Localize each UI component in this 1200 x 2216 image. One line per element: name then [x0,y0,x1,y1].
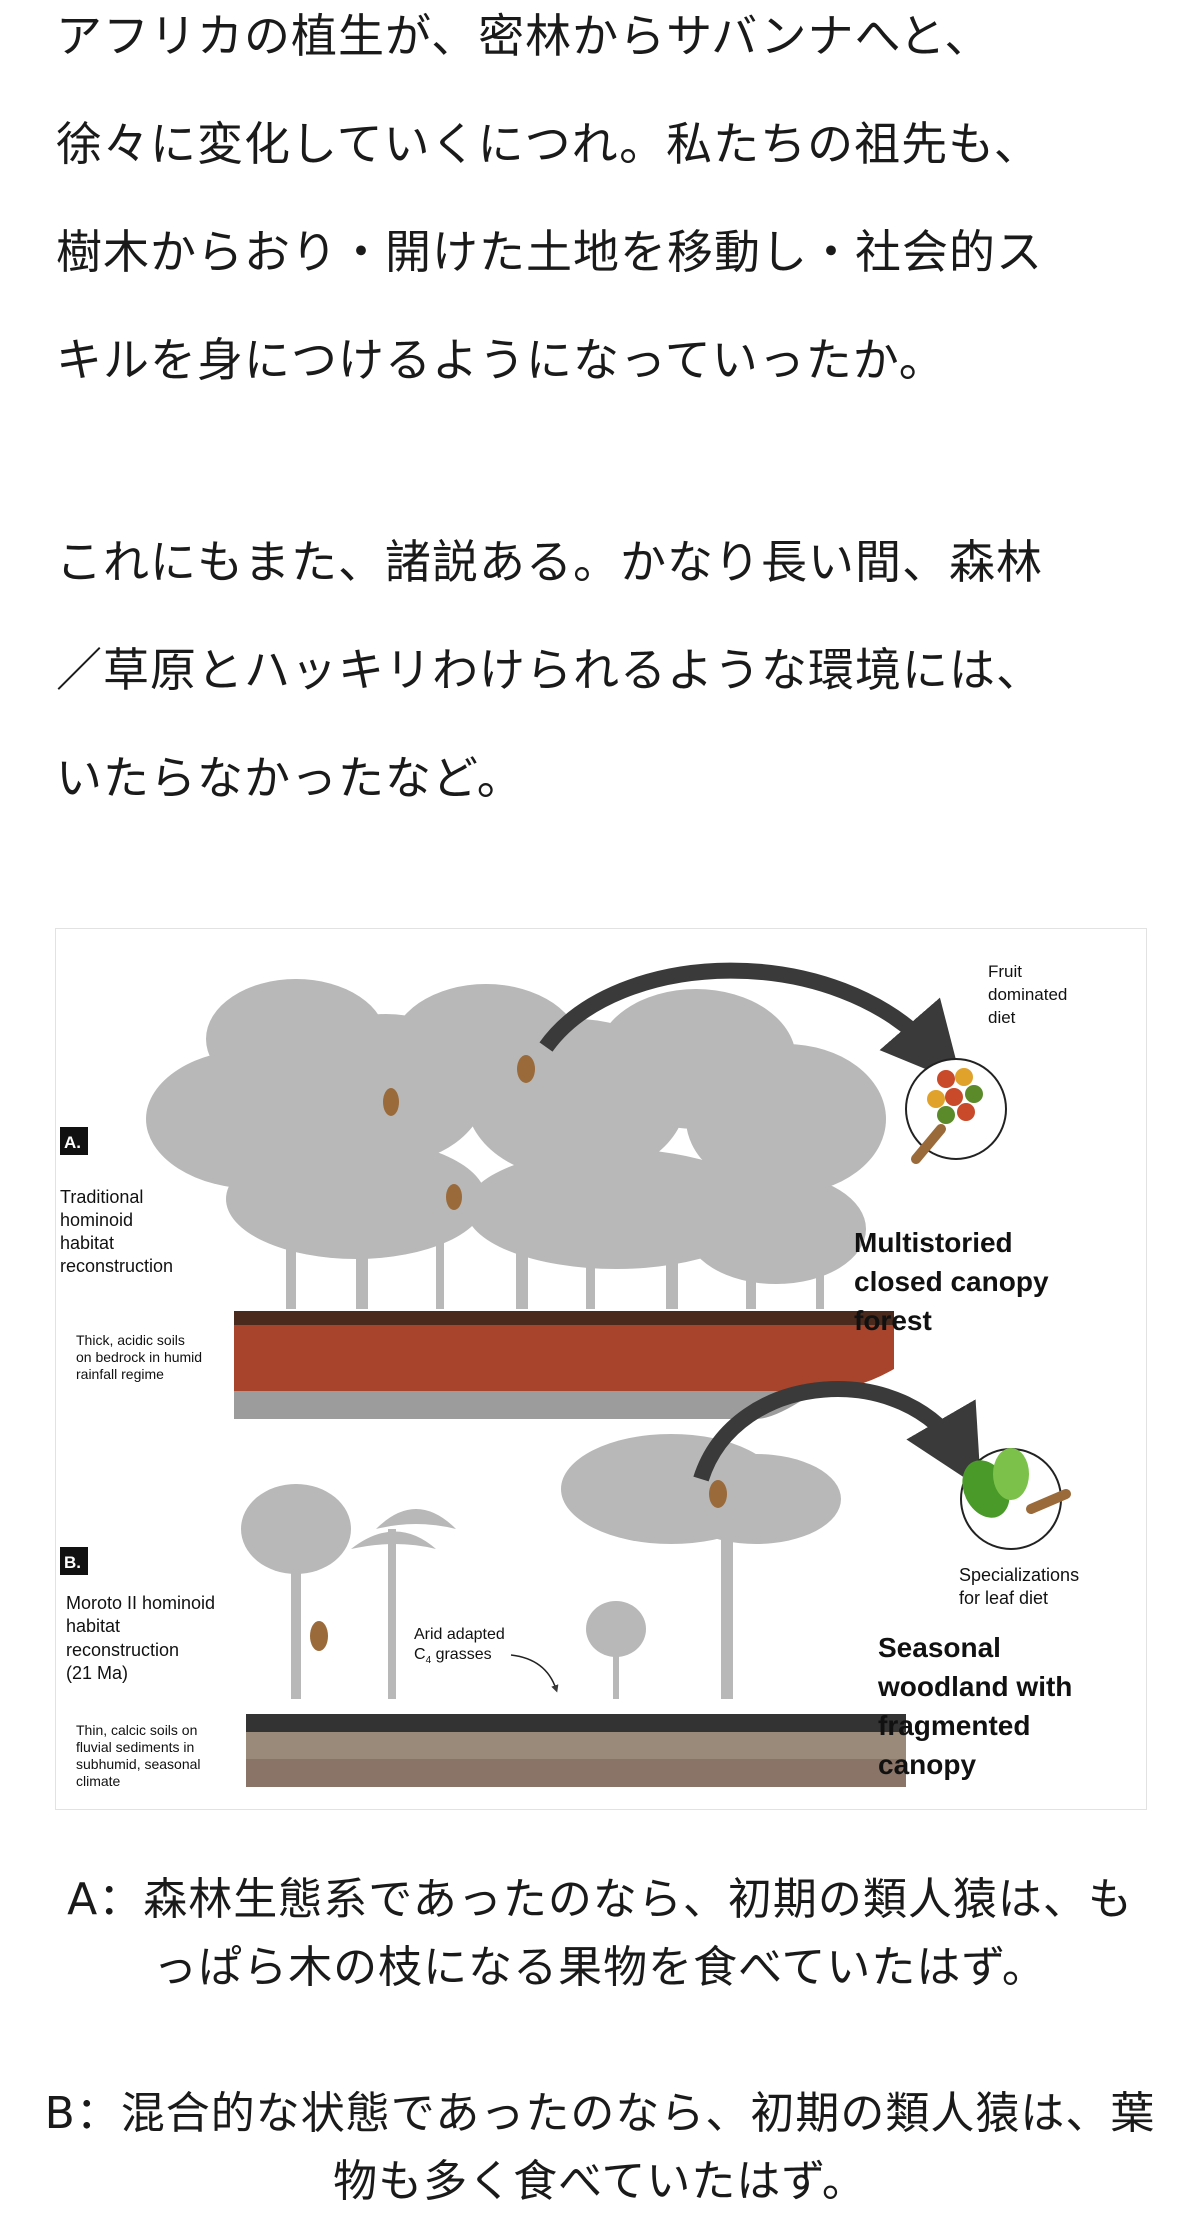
ape-figures [310,1480,727,1651]
caption-line: A：森林生態系であったのなら、初期の類人猿は、も [67,1874,1133,1925]
panel-b-habitat-label: Seasonal woodland with fragmented canopy [877,1632,1080,1780]
text-line: アフリカの植生が、密林からサバンナへと、 [56,9,992,63]
text-line: これにもまた、諸説ある。かなり長い間、森林 [56,535,1043,589]
text-line: 樹木からおり・開けた土地を移動し・社会的ス [56,225,1043,279]
woodland-silhouette [241,1434,841,1699]
leaf-diet-icon [960,1448,1071,1550]
caption-line: っぱら木の枝になる果物を食べていたはず。 [153,1942,1047,1993]
text-line: いたらなかったなど。 [56,751,524,805]
panel-b-soil-note: Thin, calcic soils on fluvial sediments … [76,1722,204,1789]
leaf-diet-label: Specializations for leaf diet [959,1565,1084,1608]
fruit-diet-icon [905,1058,1007,1164]
caption-line: 物も多く食べていたはず。 [333,2156,867,2207]
intro-paragraph: アフリカの植生が、密林からサバンナへと、 徐々に変化していくにつれ。私たちの祖先… [56,0,1156,414]
thick-soil-layer [234,1311,894,1419]
panel-a-soil-note: Thick, acidic soils on bedrock in humid … [76,1332,206,1382]
fruit-arrow [539,962,963,1085]
leaf-arrow [693,1381,982,1489]
habitat-illustration: A. Traditional hominoid habitat reconstr… [60,962,1084,1789]
ape-figures [383,1055,535,1210]
text-line: ／草原とハッキリわけられるような環境には、 [56,643,1043,697]
caption-line: B：混合的な状態であったのなら、初期の類人猿は、葉 [44,2088,1156,2139]
thin-soil-layer [246,1714,906,1787]
panel-a-habitat-label: Multistoried closed canopy forest [854,1227,1056,1336]
panel-a-marker: A. [64,1133,81,1152]
text-line: 徐々に変化していくにつれ。私たちの祖先も、 [56,117,1041,171]
second-paragraph: これにもまた、諸説ある。かなり長い間、森林 ／草原とハッキリわけられるような環境… [56,508,1156,832]
habitat-figure: A. Traditional hominoid habitat reconstr… [55,928,1147,1810]
panel-b-marker: B. [64,1553,81,1572]
grass-note: Arid adapted C4 grasses [414,1626,509,1666]
panel-a-title: Traditional hominoid habitat reconstruct… [60,1187,173,1276]
fruit-diet-label: Fruit dominated diet [988,962,1072,1027]
caption-b: B：混合的な状態であったのなら、初期の類人猿は、葉 物も多く食べていたはず。 [40,2080,1160,2216]
panel-b-title: Moroto II hominoid habitat reconstructio… [66,1593,220,1683]
caption-a: A：森林生態系であったのなら、初期の類人猿は、も っぱら木の枝になる果物を食べて… [40,1866,1160,2002]
text-line: キルを身につけるようになっていったか。 [56,333,946,387]
forest-silhouette [146,979,886,1309]
